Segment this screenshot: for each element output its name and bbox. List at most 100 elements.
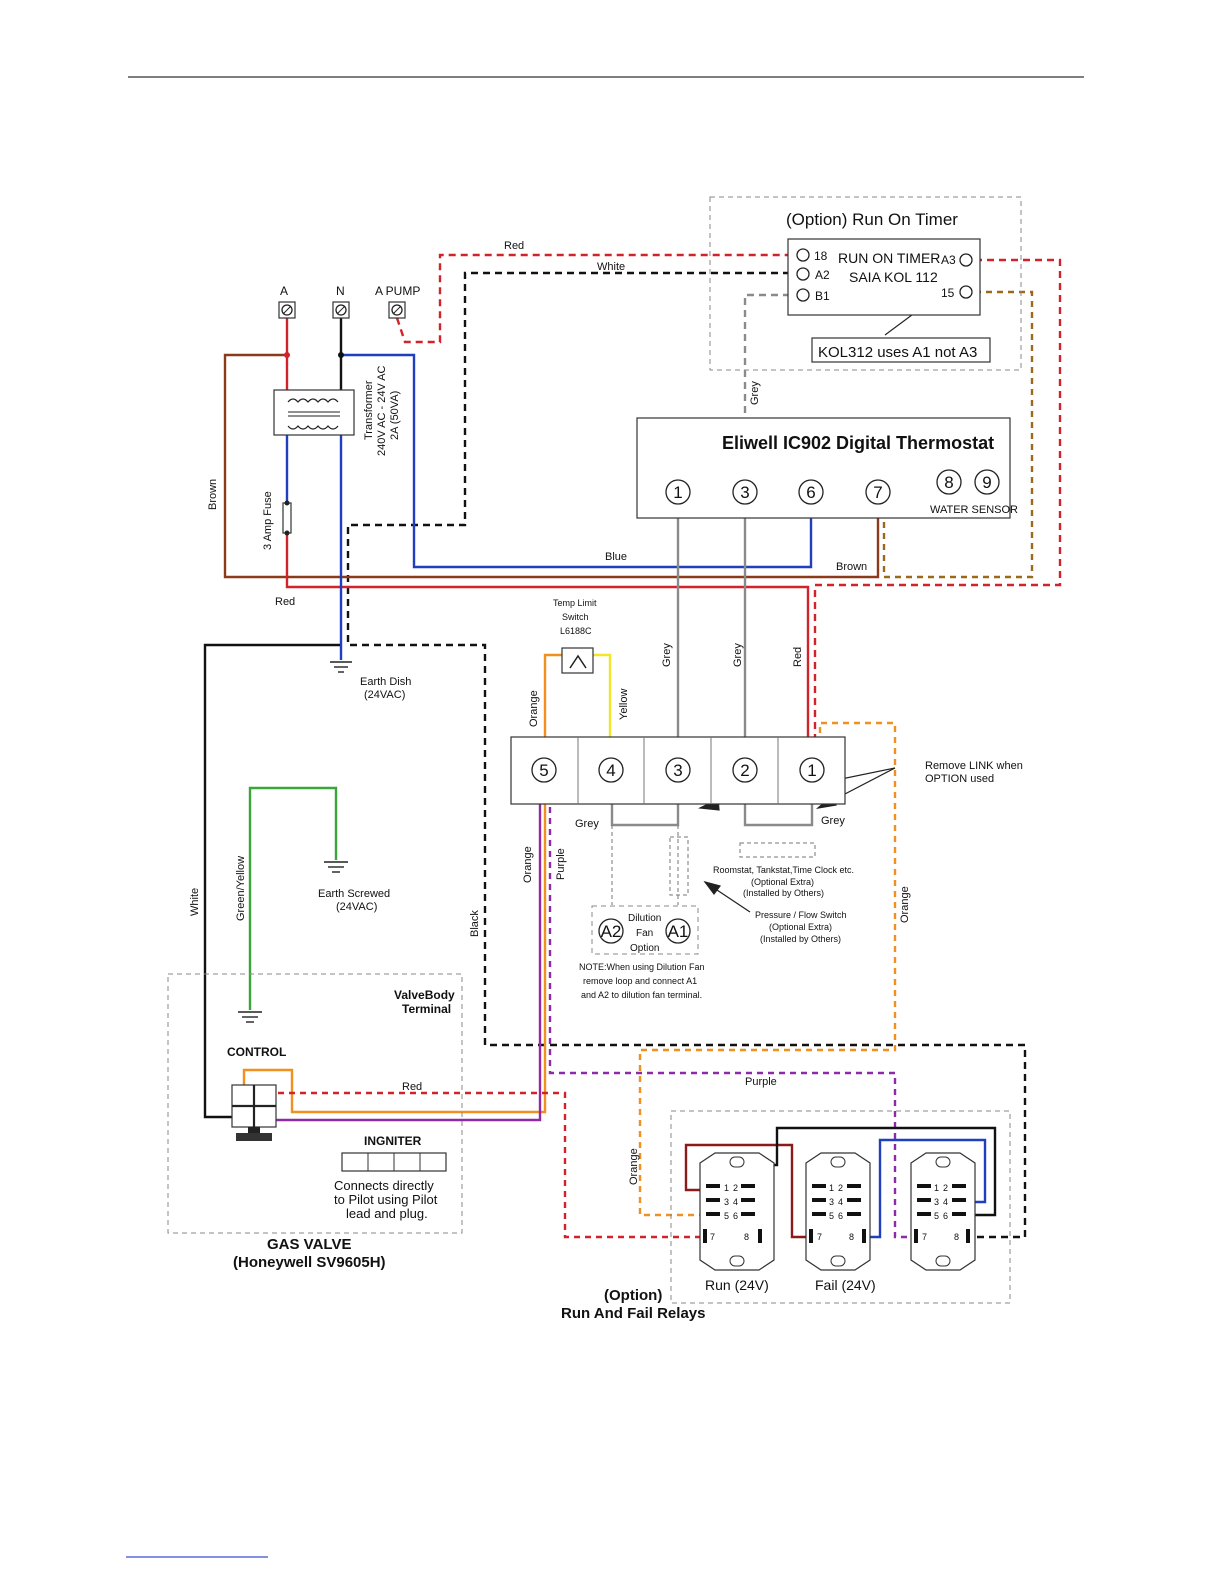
relay-opt-p3: 3 xyxy=(934,1197,939,1207)
dilution-a2: A2 xyxy=(601,922,622,941)
roomstat-line1: Roomstat, Tankstat,Time Clock etc. xyxy=(713,865,854,875)
timer-name1: RUN ON TIMER xyxy=(838,250,940,266)
lbl-brown-right: Brown xyxy=(836,561,867,573)
thermostat-sensor: WATER SENSOR xyxy=(930,504,1018,516)
temp-limit-switch: Temp Limit Switch L6188C xyxy=(553,598,597,674)
relay-run-p4: 4 xyxy=(733,1197,738,1207)
remove-link-line2: OPTION used xyxy=(925,773,994,785)
remove-link-line1: Remove LINK when xyxy=(925,760,1023,772)
strip-t4: 4 xyxy=(606,761,615,780)
relay-fail-p2: 2 xyxy=(838,1183,843,1193)
lbl-white-top: White xyxy=(597,261,625,273)
lbl-green-yellow: Green/Yellow xyxy=(235,856,247,921)
timer-tb1: B1 xyxy=(815,289,830,303)
wire-orange-templimit xyxy=(543,653,562,760)
note-line2: remove loop and connect A1 xyxy=(583,976,697,986)
pressure-line3: (Installed by Others) xyxy=(760,934,841,944)
fuse: 3 Amp Fuse xyxy=(262,491,292,550)
guides xyxy=(611,825,816,905)
lbl-red-valve: Red xyxy=(402,1081,422,1093)
wire-red-fuse xyxy=(285,505,810,760)
earth-screwed-line2: (24VAC) xyxy=(336,901,377,913)
relay-run-p3: 3 xyxy=(724,1197,729,1207)
wire-grey-loop-left xyxy=(610,785,680,827)
lbl-red-top: Red xyxy=(504,240,524,252)
timer-t18: 18 xyxy=(814,249,828,263)
terminal-strip: 5 4 3 2 1 xyxy=(510,736,846,805)
dilution-line1: Dilution xyxy=(628,913,661,924)
wire-red-relays xyxy=(278,1091,700,1239)
dilution-line3: Option xyxy=(630,943,659,954)
relay-run: 1 2 3 4 5 6 7 8 xyxy=(699,1152,775,1271)
relay-run-p5: 5 xyxy=(724,1211,729,1221)
relay-fail-p1: 1 xyxy=(829,1183,834,1193)
wire-purple-valve xyxy=(276,785,542,1122)
temp-limit-line1: Temp Limit xyxy=(553,598,597,608)
label-a: A xyxy=(280,284,288,298)
relay-fail-p3: 3 xyxy=(829,1197,834,1207)
lbl-purple-mid: Purple xyxy=(555,848,567,880)
lbl-purple-relays: Purple xyxy=(745,1076,777,1088)
thermostat-t9: 9 xyxy=(982,473,991,492)
relays-title2: Run And Fail Relays xyxy=(561,1305,705,1322)
wire-blue xyxy=(341,353,813,569)
lbl-red-left: Red xyxy=(275,596,295,608)
relay-run-label: Run (24V) xyxy=(705,1277,769,1293)
lbl-orange-relays: Orange xyxy=(628,1148,640,1185)
timer-ta3: A3 xyxy=(941,253,956,267)
lbl-orange-right: Orange xyxy=(899,886,911,923)
lbl-grey-1: Grey xyxy=(661,643,673,667)
lbl-grey-2: Grey xyxy=(732,643,744,667)
lbl-grey-loop-right: Grey xyxy=(821,815,845,827)
pressure-line2: (Optional Extra) xyxy=(769,922,832,932)
fuse-label: 3 Amp Fuse xyxy=(262,491,274,550)
earth-screwed xyxy=(324,861,348,873)
transformer: Transformer 240V AC - 24V AC 2A (50VA) xyxy=(273,365,401,456)
wire-grey-loop-right xyxy=(743,785,814,827)
wire-brown-timer-15 xyxy=(882,290,1034,579)
lbl-brown-left: Brown xyxy=(207,479,219,510)
roomstat-line2: (Optional Extra) xyxy=(751,877,814,887)
relays-title1: (Option) xyxy=(604,1287,662,1304)
label-n: N xyxy=(336,284,345,298)
wire-relay-brown xyxy=(684,1143,818,1239)
timer-note: KOL312 uses A1 not A3 xyxy=(818,344,977,361)
lbl-grey-loop-left: Grey xyxy=(575,818,599,830)
timer-title: (Option) Run On Timer xyxy=(786,210,958,229)
relay-run-p6: 6 xyxy=(733,1211,738,1221)
note-line3: and A2 to dilution fan terminal. xyxy=(581,990,702,1000)
temp-limit-line3: L6188C xyxy=(560,626,592,636)
timer-note-box xyxy=(811,337,991,363)
dilution-fan-option: A2 A1 Dilution Fan Option xyxy=(591,905,699,955)
wire-orange-valve xyxy=(242,785,547,1114)
thermostat: Eliwell IC902 Digital Thermostat 1 3 6 7… xyxy=(636,417,1018,519)
strip-t3: 3 xyxy=(673,761,682,780)
pressure-line1: Pressure / Flow Switch xyxy=(755,910,847,920)
wire-red-timer-a3 xyxy=(813,258,1062,760)
valve-igniter2: to Pilot using Pilot xyxy=(334,1192,438,1207)
thermostat-t8: 8 xyxy=(944,473,953,492)
wire-white-valve xyxy=(203,643,340,1119)
lbl-yellow: Yellow xyxy=(618,689,630,720)
strip-t5: 5 xyxy=(539,761,548,780)
relay-fail-p7: 7 xyxy=(817,1232,822,1242)
wire-orange-link xyxy=(638,721,897,1217)
thermostat-t3: 3 xyxy=(740,483,749,502)
valve-igniter3: lead and plug. xyxy=(346,1206,428,1221)
wire-yellow-templimit xyxy=(593,653,612,760)
thermostat-t7: 7 xyxy=(873,483,882,502)
lbl-blue: Blue xyxy=(605,551,627,563)
valve-title2: (Honeywell SV9605H) xyxy=(233,1254,386,1271)
valve-igniter1: Connects directly xyxy=(334,1178,434,1193)
relay-fail-p5: 5 xyxy=(829,1211,834,1221)
wire-relay-blue xyxy=(870,1138,987,1239)
wire-white-timer xyxy=(346,271,1027,1239)
earth-dish xyxy=(330,661,352,673)
lbl-red-strip: Red xyxy=(792,647,804,667)
relay-opt-p4: 4 xyxy=(943,1197,948,1207)
relay-opt-p2: 2 xyxy=(943,1183,948,1193)
relay-fail-p6: 6 xyxy=(838,1211,843,1221)
relay-opt-p6: 6 xyxy=(943,1211,948,1221)
strip-t2: 2 xyxy=(740,761,749,780)
